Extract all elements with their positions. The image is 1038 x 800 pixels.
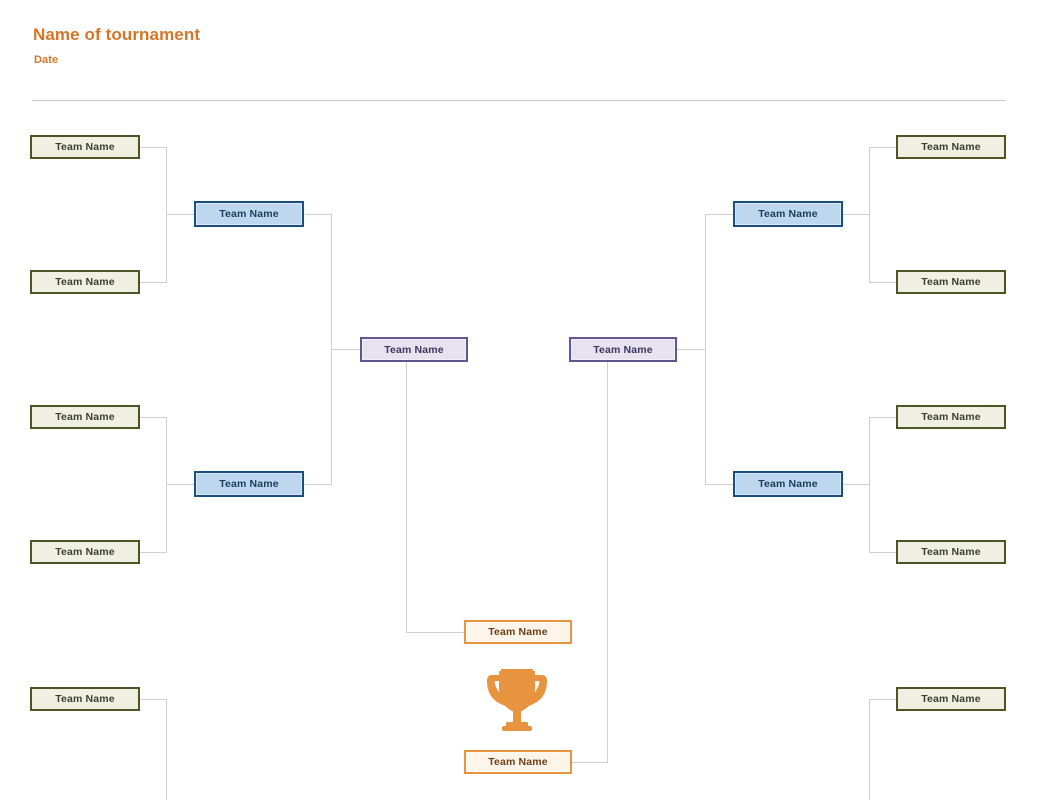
team-name-label: Team Name (219, 478, 279, 490)
page-header: Name of tournament Date (0, 0, 1038, 108)
team-slot-right-semifinal[interactable]: Team Name (569, 337, 677, 362)
team-name-label: Team Name (921, 276, 981, 288)
connector-right-r1-5 (869, 699, 897, 700)
connector-right-semi-to-final-horizontal (572, 762, 608, 763)
page-title: Name of tournament (33, 25, 201, 44)
team-slot-right-r1-1[interactable]: Team Name (896, 135, 1006, 159)
connector-right-r1-3 (869, 417, 897, 418)
team-slot-left-r1-1[interactable]: Team Name (30, 135, 140, 159)
connector-left-r1-5-vertical (166, 699, 167, 800)
team-slot-right-r1-4[interactable]: Team Name (896, 540, 1006, 564)
team-slot-left-r1-5[interactable]: Team Name (30, 687, 140, 711)
trophy-icon (477, 655, 557, 735)
team-name-label: Team Name (384, 343, 444, 356)
header-divider (32, 100, 1006, 101)
connector-left-r1-pair2-out (166, 484, 194, 485)
team-name-label: Team Name (55, 693, 115, 705)
connector-right-r2-2 (705, 484, 733, 485)
team-slot-left-r1-3[interactable]: Team Name (30, 405, 140, 429)
team-name-label: Team Name (921, 141, 981, 153)
connector-right-r1-pair2-vertical (869, 417, 870, 553)
team-slot-final-1[interactable]: Team Name (464, 620, 572, 644)
team-name-label: Team Name (488, 756, 548, 768)
team-slot-left-r2-2[interactable]: Team Name (194, 471, 304, 497)
connector-left-r2-out (331, 349, 361, 350)
connector-right-r1-1 (869, 147, 897, 148)
team-slot-right-r1-2[interactable]: Team Name (896, 270, 1006, 294)
team-name-label: Team Name (55, 141, 115, 153)
connector-left-semi-to-final-horizontal (406, 632, 465, 633)
team-name-label: Team Name (921, 411, 981, 423)
team-name-label: Team Name (55, 411, 115, 423)
connector-right-r2-out (677, 349, 706, 350)
connector-right-r2-1 (705, 214, 733, 215)
connector-right-r1-pair1-vertical (869, 147, 870, 283)
connector-left-r1-4 (140, 552, 167, 553)
team-name-label: Team Name (758, 208, 818, 220)
tournament-date: Date (34, 54, 59, 66)
connector-left-r2-1 (305, 214, 332, 215)
team-name-label: Team Name (593, 343, 653, 356)
team-slot-left-r2-1[interactable]: Team Name (194, 201, 304, 227)
team-slot-left-r1-4[interactable]: Team Name (30, 540, 140, 564)
connector-left-r1-5 (140, 699, 167, 700)
team-slot-right-r1-3[interactable]: Team Name (896, 405, 1006, 429)
connector-left-r2-2 (305, 484, 332, 485)
connector-left-semi-to-final-vertical (406, 362, 407, 632)
connector-left-r1-1 (140, 147, 167, 148)
team-slot-right-r2-1[interactable]: Team Name (733, 201, 843, 227)
connector-right-r1-pair1-out (843, 214, 870, 215)
connector-right-r1-5-vertical (869, 699, 870, 800)
team-slot-left-semifinal[interactable]: Team Name (360, 337, 468, 362)
team-name-label: Team Name (219, 208, 279, 220)
team-name-label: Team Name (921, 693, 981, 705)
connector-right-r1-4 (869, 552, 897, 553)
connector-right-r1-2 (869, 282, 897, 283)
connector-left-r1-pair1-out (166, 214, 194, 215)
team-slot-left-r1-2[interactable]: Team Name (30, 270, 140, 294)
connector-right-semi-to-final-vertical (607, 362, 608, 762)
connector-right-r1-pair2-out (843, 484, 870, 485)
connector-left-r1-pair1-vertical (166, 147, 167, 283)
team-name-label: Team Name (921, 546, 981, 558)
team-name-label: Team Name (758, 478, 818, 490)
team-name-label: Team Name (488, 626, 548, 638)
team-name-label: Team Name (55, 546, 115, 558)
team-slot-right-r1-5[interactable]: Team Name (896, 687, 1006, 711)
team-slot-right-r2-2[interactable]: Team Name (733, 471, 843, 497)
team-name-label: Team Name (55, 276, 115, 288)
team-slot-final-2[interactable]: Team Name (464, 750, 572, 774)
connector-left-r1-2 (140, 282, 167, 283)
connector-left-r1-3 (140, 417, 167, 418)
connector-left-r1-pair2-vertical (166, 417, 167, 553)
